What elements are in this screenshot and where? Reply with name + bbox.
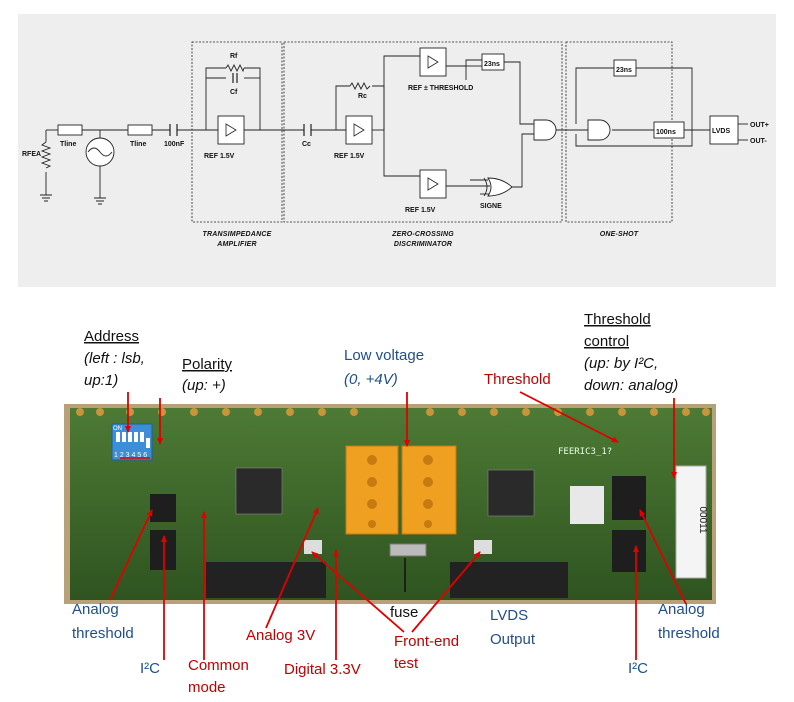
- caption-transimpedance-1: TRANSIMPEDANCE: [203, 231, 272, 238]
- label-100nf: 100nF: [164, 141, 185, 148]
- resistor-rf: [225, 63, 245, 73]
- amp-transimpedance: [217, 115, 245, 145]
- label-rfea: RFEA: [22, 151, 41, 158]
- resistor-rc: [349, 81, 371, 91]
- schematic-wires: [45, 55, 748, 198]
- cap-cc: [303, 124, 312, 136]
- comparator-threshold: [419, 47, 447, 77]
- lvds-output-connector-right: [450, 562, 568, 598]
- schematic-background: [18, 14, 776, 287]
- connector-i2c-right: [612, 530, 646, 572]
- caption-transimpedance-2: AMPLIFIER: [216, 241, 257, 248]
- delay-boxes: [481, 53, 739, 145]
- label-ref3: REF 1.5V: [405, 207, 436, 214]
- section-transimpedance: [191, 41, 283, 223]
- and-gate-2: [587, 119, 611, 141]
- callout-threshold: Threshold: [484, 371, 551, 388]
- amp-discriminator-input: [345, 115, 373, 145]
- callout-lvds-output-1: LVDS: [490, 607, 528, 624]
- label-100ns: 100ns: [656, 129, 676, 136]
- amplifiers: [217, 47, 447, 199]
- callout-threshold-control-title-2: control: [584, 333, 629, 350]
- dip-switch-levers: [116, 432, 150, 448]
- callout-analog-threshold-right-1: Analog: [658, 601, 705, 618]
- board-name: FEERIC3_1?: [558, 447, 612, 457]
- section-zero-crossing: [283, 41, 563, 223]
- dip-numbers: 1 2 3 4 5 6: [114, 452, 147, 459]
- front-end-test-connector-right: [474, 540, 492, 554]
- label-out-plus: OUT+: [750, 122, 769, 129]
- label-cc: Cc: [302, 141, 311, 148]
- label-signe: SIGNE: [480, 203, 502, 210]
- lab-logo: [570, 486, 604, 524]
- edge-pins: [76, 408, 710, 416]
- tline-2: [127, 124, 153, 136]
- cap-cf: [232, 73, 238, 83]
- callout-front-end-test-2: test: [394, 655, 419, 672]
- caption-zero-crossing-2: DISCRIMINATOR: [394, 241, 452, 248]
- connector-i2c-left: [150, 530, 176, 570]
- pcb-photo: ON 1 2 3 4 5 6 00011 FEERIC3_1?: [64, 404, 716, 604]
- serial-number: 00011: [697, 506, 708, 534]
- callout-threshold-control-detail-2: down: analog): [584, 377, 678, 394]
- callout-common-mode-1: Common: [188, 657, 249, 674]
- dip-on-label: ON: [113, 426, 122, 432]
- xor-gate: [487, 177, 513, 197]
- label-ref1: REF 1.5V: [204, 153, 235, 160]
- power-connector-terminals: [367, 455, 433, 528]
- label-lvds: LVDS: [712, 128, 730, 135]
- callout-address-detail-1: (left : lsb,: [84, 350, 145, 367]
- callout-analog-threshold-left-1: Analog: [72, 601, 119, 618]
- label-tline-2: Tline: [130, 141, 146, 148]
- callout-threshold-control-detail-1: (up: by I²C,: [584, 355, 658, 372]
- label-23ns-a: 23ns: [484, 61, 500, 68]
- callout-address-detail-2: up:1): [84, 372, 118, 389]
- callout-polarity-title: Polarity: [182, 356, 233, 373]
- label-cf: Cf: [230, 89, 238, 96]
- callout-digital-3v3: Digital 3.3V: [284, 661, 361, 678]
- callout-analog-threshold-left-2: threshold: [72, 625, 134, 642]
- label-ref2: REF 1.5V: [334, 153, 365, 160]
- label-out-minus: OUT-: [750, 138, 767, 145]
- callout-i2c-right: I²C: [628, 660, 648, 677]
- callout-i2c-left: I²C: [140, 660, 160, 677]
- label-23ns-b: 23ns: [616, 67, 632, 74]
- callout-analog-3v: Analog 3V: [246, 627, 315, 644]
- callout-address-title: Address: [84, 328, 139, 345]
- fuse: [389, 543, 427, 557]
- callout-fuse: fuse: [390, 604, 418, 621]
- label-tline-1: Tline: [60, 141, 76, 148]
- callout-polarity-detail: (up: +): [182, 377, 226, 394]
- label-rc: Rc: [358, 93, 367, 100]
- front-end-test-connector-left: [304, 540, 322, 554]
- callout-common-mode-2: mode: [188, 679, 226, 696]
- tline-1: [57, 124, 83, 136]
- barcode-sticker: [675, 465, 707, 579]
- callout-front-end-test-1: Front-end: [394, 633, 459, 650]
- callout-lvds-output-2: Output: [490, 631, 536, 648]
- caption-zero-crossing-1: ZERO-CROSSING: [391, 231, 454, 238]
- callout-low-voltage-title: Low voltage: [344, 347, 424, 364]
- asic-chip-right: [487, 469, 535, 517]
- comparator-zero: [419, 169, 447, 199]
- and-gate-1: [533, 119, 557, 141]
- callout-low-voltage-detail: (0, +4V): [344, 371, 398, 388]
- rfea-resistor: [40, 141, 52, 169]
- callout-threshold-control-title-1: Threshold: [584, 311, 651, 328]
- label-ref-threshold: REF ± THRESHOLD: [408, 85, 473, 92]
- caption-one-shot: ONE-SHOT: [600, 231, 639, 238]
- lvds-output-connector-left: [206, 562, 326, 598]
- callout-analog-threshold-right-2: threshold: [658, 625, 720, 642]
- label-rf: Rf: [230, 53, 238, 60]
- cap-100nf: [169, 124, 178, 136]
- ground-symbols: [40, 194, 106, 205]
- schematic: RFEA Tline Tline 100nF Rf Cf REF 1.5V Cc…: [18, 14, 776, 287]
- connector-analog-threshold-left: [150, 494, 176, 522]
- asic-chip-left: [235, 467, 283, 515]
- callout-arrows: [109, 391, 687, 660]
